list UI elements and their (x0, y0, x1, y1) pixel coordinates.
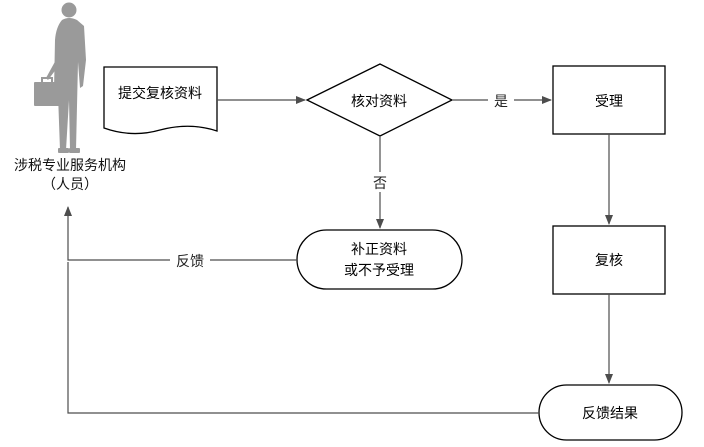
node-supplement-shape (296, 229, 463, 290)
node-review-label: 复核 (595, 252, 623, 269)
person-with-briefcase-icon (34, 2, 86, 153)
node-submit-shape (103, 66, 218, 135)
node-accept-label: 受理 (595, 94, 623, 110)
actor-subtitle: （人员） (42, 177, 98, 193)
edge-result-to-actor (67, 262, 539, 414)
edge-feedback-label: 反馈 (176, 254, 204, 270)
edge-supplement-to-actor (64, 206, 297, 261)
node-submit-label: 提交复核资料 (118, 85, 202, 102)
actor-name: 涉税专业服务机构 (14, 158, 126, 174)
node-review-shape (552, 225, 666, 295)
node-supplement-label-line1: 补正资料 (351, 242, 407, 258)
edge-yes-label: 是 (494, 94, 508, 110)
edge-no-label: 否 (373, 176, 387, 192)
node-check-label: 核对资料 (351, 94, 407, 110)
node-supplement-label-line2: 或不予受理 (344, 263, 414, 279)
node-result-label: 反馈结果 (582, 406, 638, 422)
